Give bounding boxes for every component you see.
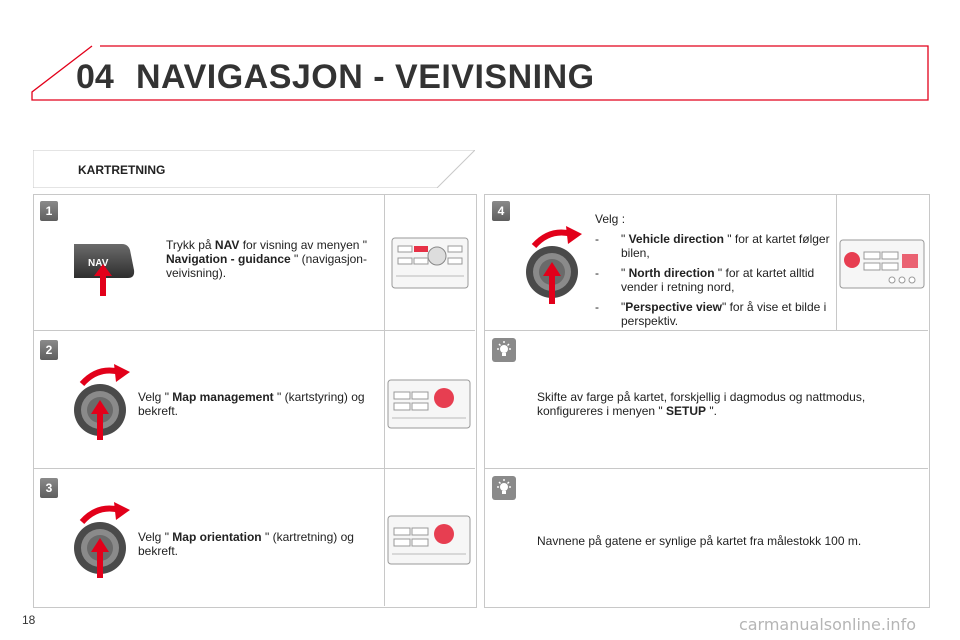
section-bar bbox=[33, 150, 475, 188]
nav-button-label: NAV bbox=[88, 258, 109, 269]
step-badge: 1 bbox=[40, 201, 58, 221]
header-frame bbox=[31, 45, 929, 101]
list-item: - " North direction " for at kartet allt… bbox=[595, 266, 815, 294]
step-3-text: Velg " Map orientation " (kartretning) o… bbox=[138, 530, 354, 558]
list-item: - "Perspective view" for å vise et bilde… bbox=[595, 300, 827, 328]
step-4-intro: Velg : bbox=[595, 212, 626, 226]
watermark: carmanualsonline.info bbox=[738, 615, 916, 634]
step-badge: 2 bbox=[40, 340, 58, 360]
control-panel-icon bbox=[387, 379, 471, 429]
list-item: - " Vehicle direction " for at kartet fø… bbox=[595, 232, 830, 260]
row-divider bbox=[33, 468, 475, 469]
step-2-text: Velg " Map management " (kartstyring) og… bbox=[138, 390, 365, 418]
step-badge: 3 bbox=[40, 478, 58, 498]
page-number: 18 bbox=[22, 613, 36, 627]
lightbulb-tip-icon bbox=[492, 476, 516, 500]
lightbulb-tip-icon bbox=[492, 338, 516, 362]
section-title: KARTRETNING bbox=[78, 163, 166, 177]
left-column-divider bbox=[384, 194, 385, 606]
row-divider bbox=[33, 330, 475, 331]
step-badge: 4 bbox=[492, 201, 510, 221]
rotary-knob-icon bbox=[74, 502, 130, 578]
control-panel-icon bbox=[391, 237, 469, 289]
right-column-divider bbox=[836, 194, 837, 330]
rotary-knob-icon bbox=[526, 226, 582, 304]
row-divider bbox=[484, 330, 928, 331]
chapter-number: 04 bbox=[76, 58, 114, 96]
nav-button-icon: NAV bbox=[74, 244, 135, 296]
rotary-knob-icon bbox=[74, 364, 130, 440]
tip-1-text: Skifte av farge på kartet, forskjellig i… bbox=[537, 390, 866, 418]
step-1-text: Trykk på NAV for visning av menyen " Nav… bbox=[166, 238, 368, 280]
row-divider bbox=[484, 468, 928, 469]
control-panel-icon bbox=[839, 239, 925, 289]
step-4-text: Velg : - " Vehicle direction " for at ka… bbox=[595, 212, 831, 334]
page-title: NAVIGASJON - VEIVISNING bbox=[136, 58, 595, 96]
control-panel-icon bbox=[387, 515, 471, 565]
tip-2-text: Navnene på gatene er synlige på kartet f… bbox=[537, 534, 862, 548]
